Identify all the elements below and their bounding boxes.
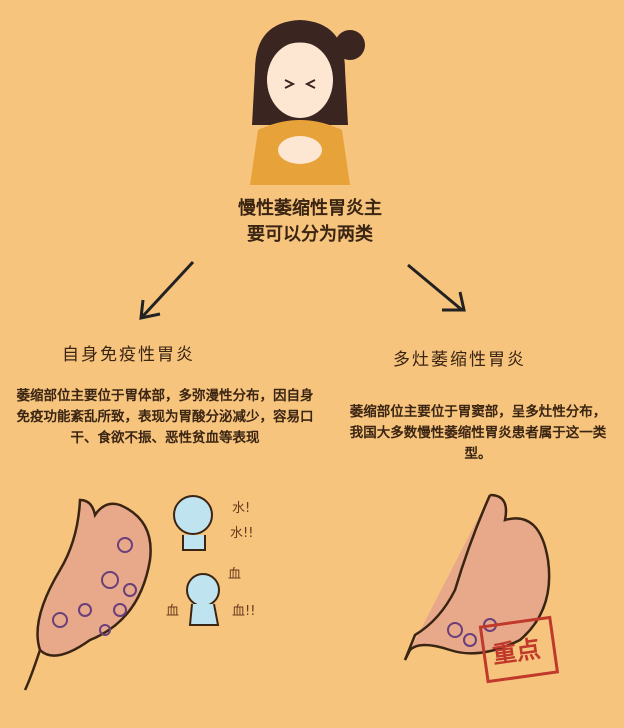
arrow-left (139, 260, 195, 320)
mark-blood-2: 血 (166, 604, 180, 619)
girl-illustration (250, 20, 365, 185)
title-line2: 要可以分为两类 (247, 224, 373, 245)
main-title: 慢性萎缩性胃炎主 要可以分为两类 (180, 196, 440, 248)
left-description: 萎缩部位主要位于胃体部，多弥漫性分布，因自身免疫功能紊乱所致，表现为胃酸分泌减少… (16, 388, 314, 446)
mark-blood-1: 血 (228, 567, 242, 582)
right-description: 萎缩部位主要位于胃窦部，呈多灶性分布，我国大多数慢性萎缩性胃炎患者属于这一类型。 (349, 404, 607, 462)
mark-water-2: 水!! (230, 526, 254, 541)
stamp-border (478, 615, 560, 684)
mark-blood-3: 血!! (232, 604, 256, 619)
stomach-right (403, 493, 551, 661)
right-heading: 多灶萎缩性胃炎 (393, 350, 526, 370)
arrow-right (407, 263, 466, 312)
stamp-key-point: 重点 (490, 634, 543, 670)
water-character (173, 495, 213, 551)
blood-character (186, 573, 220, 626)
stomach-left (23, 498, 152, 691)
left-heading: 自身免疫性胃炎 (62, 345, 195, 365)
title-line1: 慢性萎缩性胃炎主 (238, 198, 382, 219)
mark-water-1: 水! (232, 501, 251, 516)
